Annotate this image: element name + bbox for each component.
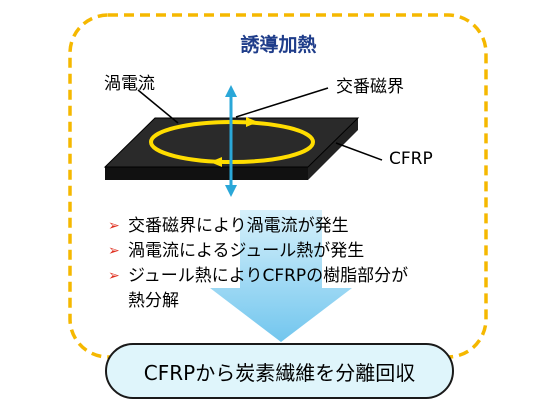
bullet-arrow-icon: ➢ [108,218,120,234]
process-arrow [210,210,352,342]
plate-side-right [308,118,358,180]
cfrp-leader-line [335,142,383,161]
bullet-arrow-icon: ➢ [108,268,120,284]
bullet-arrow-icon: ➢ [108,243,120,259]
step-3: ➢ ジュール熱によりCFRPの樹脂部分が [108,264,468,289]
ring-arrowhead-top [246,117,258,127]
ring-arrowhead-bottom [210,157,222,167]
process-steps: ➢ 交番磁界により渦電流が発生 ➢ 渦電流によるジュール熱が発生 ➢ ジュール熱により… [108,214,468,314]
step-2-text: 渦電流によるジュール熱が発生 [128,241,365,261]
dashed-frame [68,13,488,359]
step-3-text: ジュール熱によりCFRPの樹脂部分が [128,266,409,286]
diagram-title: 誘導加熱 [240,34,317,56]
result-text: CFRPから炭素繊維を分離回収 [143,360,416,385]
step-3-continued: 熱分解 [108,289,468,314]
alternating-field-label: 交番磁界 [336,77,404,97]
eddy-current-label: 渦電流 [104,74,155,94]
plate-side-front [105,167,308,180]
step-2: ➢ 渦電流によるジュール熱が発生 [108,239,468,264]
result-box: CFRPから炭素繊維を分離回収 [105,343,454,399]
eddy-leader-line [137,89,179,124]
step-1: ➢ 交番磁界により渦電流が発生 [108,214,468,239]
field-leader-line [235,87,329,118]
step-3-continued-text: 熱分解 [128,291,179,311]
step-1-text: 交番磁界により渦電流が発生 [128,216,349,236]
cfrp-label: CFRP [389,149,433,169]
field-arrowhead-up [225,85,237,97]
field-arrowhead-down [225,185,237,197]
